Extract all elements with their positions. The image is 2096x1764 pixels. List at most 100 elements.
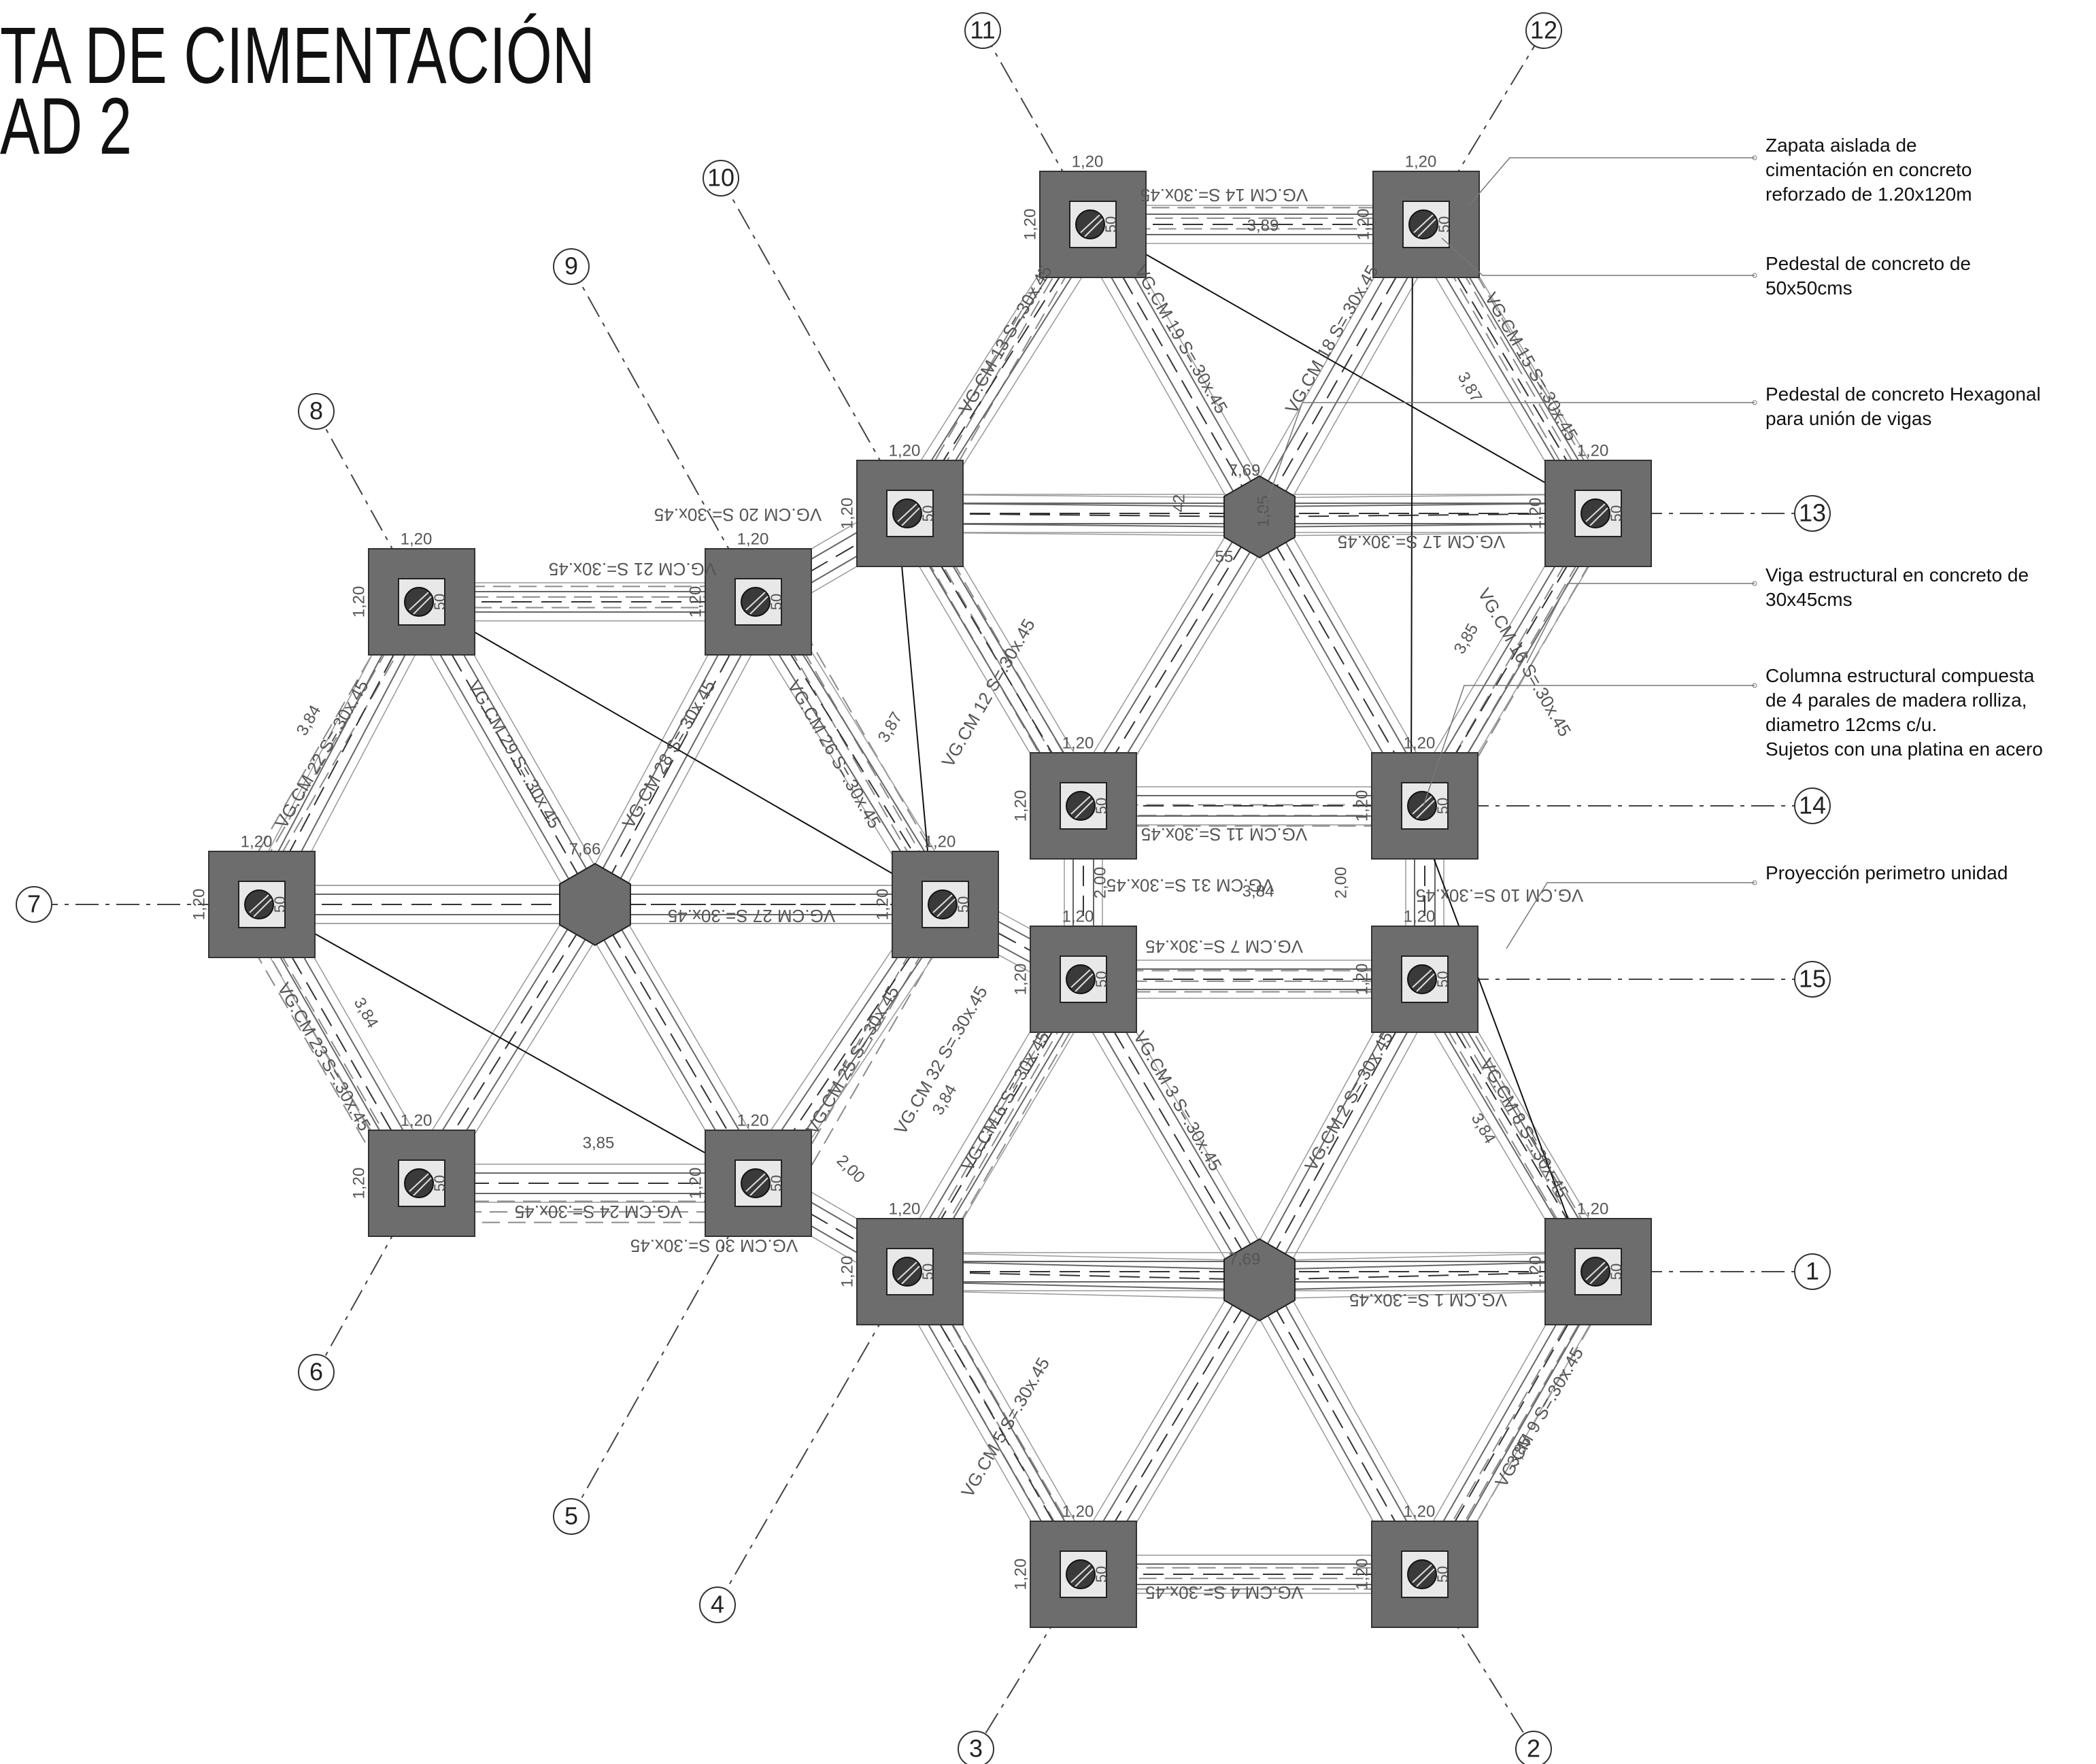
grid-axis-line <box>1425 30 1544 225</box>
footing-size-label: 1,20 <box>1062 1502 1094 1521</box>
footing-size-label: 1,20 <box>889 441 921 460</box>
note-leader-line <box>1261 402 1755 518</box>
pedestal-size-label: 50 <box>1093 798 1110 814</box>
columna-hatch <box>1080 214 1100 233</box>
beam-edge <box>1074 984 1251 1286</box>
footing-size-label: 1,20 <box>401 1111 433 1130</box>
note-leader-line <box>1468 157 1755 206</box>
beam-label: VG.CM 9 S=.30x.45 <box>1491 1344 1587 1491</box>
grid-axis-bubble <box>699 1587 736 1623</box>
grid-axis-label: 9 <box>564 252 578 280</box>
columna-hatch <box>1416 800 1435 819</box>
footing <box>1030 752 1137 860</box>
grid-axis-bubble <box>1794 787 1831 824</box>
grid-axis-label: 2 <box>1527 1735 1540 1763</box>
beam-edge <box>1259 1261 1598 1271</box>
beam-outline <box>1076 233 1244 527</box>
note-leader-end <box>1752 273 1757 278</box>
dimension-label: 3,87 <box>875 709 907 745</box>
beam-label: VG.CM 19 S=.30x.45 <box>1130 262 1232 417</box>
beam-axis <box>1259 1271 1599 1280</box>
grid-axis-label: 8 <box>309 397 323 425</box>
footing-size-label: 1,20 <box>1404 907 1436 926</box>
footing-size-label: 1,20 <box>1353 964 1371 996</box>
beam-edge <box>1268 983 1435 1285</box>
note-leader-line <box>1526 583 1755 664</box>
grid-axis-line <box>975 1574 1084 1750</box>
grid-axis-label: 3 <box>969 1735 983 1763</box>
grid-axis-label: 5 <box>564 1502 578 1530</box>
footing-size-label: 1,20 <box>686 1168 705 1200</box>
dimension-line <box>248 896 745 1176</box>
columna-hatch <box>409 1173 429 1192</box>
footing-size-label: 1,20 <box>686 586 705 618</box>
pedestal-size-label: 50 <box>1608 1263 1625 1280</box>
pedestal-size-label: 50 <box>1608 505 1625 522</box>
beam-outline <box>1275 1270 1442 1565</box>
footing-size-label: 1,20 <box>1011 964 1030 996</box>
beam-outline <box>1066 507 1244 796</box>
beam-edge <box>1260 1280 1599 1291</box>
pedestal-size-label: 50 <box>431 1175 448 1191</box>
beam-outline <box>1259 1252 1598 1261</box>
columna-hatch <box>1075 1568 1094 1587</box>
beam-label: VG.CM 22 S=.30x.45 <box>271 677 373 832</box>
footing-size-label: 1,20 <box>924 832 956 851</box>
beam-label: VG.CM 18 S=.30x.45 <box>1281 262 1383 417</box>
footing-size-label: 1,20 <box>873 889 892 921</box>
beam-axis <box>594 904 759 1184</box>
beam-label: VG.CM 3 S=.30x.45 <box>1130 1028 1226 1174</box>
pedestal-hexagonal <box>1223 475 1296 559</box>
beam-axis <box>1259 513 1599 518</box>
footing <box>368 1130 475 1237</box>
footing-size-label: 1,20 <box>737 1111 769 1130</box>
pedestal-hexagonal <box>559 862 631 947</box>
beam-label: VG.CM 17 S=.30x.45 <box>1338 532 1505 552</box>
beam-outline <box>1259 494 1598 498</box>
dimension-line <box>407 593 932 897</box>
beam-edge <box>1268 1274 1434 1570</box>
beam-axis <box>1259 224 1427 518</box>
footing-size-label: 1,20 <box>1577 1200 1609 1218</box>
dimension-label: 2,00 <box>833 1151 868 1187</box>
footing <box>705 548 812 656</box>
columna-hatch <box>1070 1564 1091 1583</box>
beam-outline <box>910 494 1260 498</box>
grid-axis-label: 13 <box>1799 499 1826 527</box>
beam-label: VG.CM 25 S=.30x.45 <box>802 983 903 1138</box>
pedestal-size-label: 50 <box>1436 216 1453 233</box>
grid-axis-bubble <box>1515 1731 1552 1764</box>
beam-outline <box>611 610 776 914</box>
columna-hatch <box>1075 973 1094 992</box>
beam-outline <box>1066 988 1244 1290</box>
beam-edge <box>1083 228 1251 522</box>
dimension-label: 3,85 <box>1451 620 1483 657</box>
beam-outline <box>1260 532 1599 537</box>
footing-size-label: 1,20 <box>1354 209 1372 241</box>
dimension-label: 55 <box>1215 547 1234 566</box>
note-pedestal: Pedestal de concreto de 50x50cms <box>1765 253 1971 299</box>
note-proyeccion: Proyección perimetro unidad <box>1765 862 2008 883</box>
footing-size-label: 1,20 <box>1404 1502 1436 1521</box>
grid-axis-bubble <box>298 393 335 430</box>
beam-label: VG.CM 26 S=.30x.45 <box>783 677 885 832</box>
grid-axis-bubble <box>958 1731 994 1764</box>
pedestal-size-label: 50 <box>1093 1566 1110 1582</box>
pedestal-size-label: 50 <box>1434 971 1451 987</box>
beam-label: VG.CM 4 S=.30x.45 <box>1145 1582 1303 1603</box>
dimension-line <box>1410 216 1413 798</box>
dimension-label: 3,89 <box>1247 216 1279 235</box>
pedestal-size-label: 50 <box>1434 798 1451 814</box>
dimension-line <box>1079 216 1585 506</box>
beam-edge <box>603 606 768 910</box>
beam-label: VG.CM 31 S=.30x.45 <box>1106 875 1274 896</box>
footing <box>1544 1218 1652 1325</box>
grid-axis-bubble <box>964 12 1001 49</box>
grid-axis-label: 6 <box>309 1358 323 1386</box>
pedestal-size-label: 50 <box>431 594 448 610</box>
columna-hatch <box>413 596 432 615</box>
dimension-label: 2,00 <box>1091 867 1109 899</box>
grid-axis-line <box>316 1183 422 1373</box>
beam-outline <box>1275 988 1442 1289</box>
beam-label: VG.CM 7 S=.30x.45 <box>1145 936 1303 957</box>
